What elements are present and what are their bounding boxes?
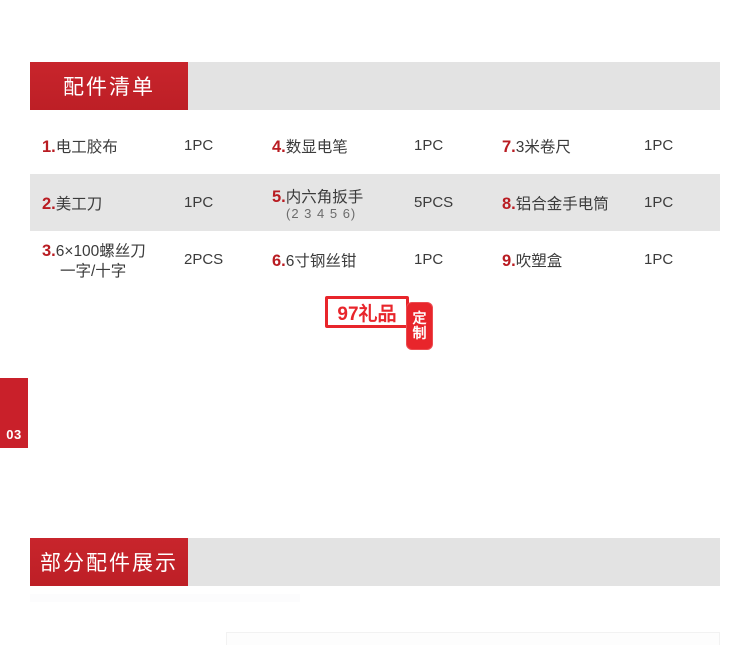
part-label: 数显电笔 [285, 138, 348, 156]
table-row: 3.6×100螺丝刀 一字/十字 2PCS 6.6寸钢丝钳 1PC 9.吹塑盒 … [30, 231, 720, 288]
part-name-cell: 3.6×100螺丝刀 一字/十字 [30, 231, 180, 288]
part-label: 内六角扳手 [285, 188, 364, 206]
part-name-cell: 6.6寸钢丝钳 [260, 231, 410, 288]
part-qty-cell: 1PC [644, 137, 674, 154]
part-index: 4. [272, 137, 286, 156]
part-label: 3米卷尺 [515, 138, 571, 156]
section-title-box: 配件清单 [30, 62, 188, 110]
brand-stamp: 97礼品 定 制 [325, 296, 445, 358]
table-row: 1.电工胶布 1PC 4.数显电笔 1PC 7.3米卷尺 1PC [30, 117, 720, 174]
section-title-text: 配件清单 [63, 76, 155, 99]
table-row: 2.美工刀 1PC 5.内六角扳手 (2 3 4 5 6) 5PCS 8.铝合金… [30, 174, 720, 231]
part-qty-cell: 5PCS [414, 194, 454, 211]
page-number-label: 03 [6, 427, 22, 442]
part-qty-cell: 1PC [644, 194, 674, 211]
part-label: 电工胶布 [55, 138, 118, 156]
brand-stamp-text: 97礼品 [337, 303, 397, 325]
part-index: 2. [42, 194, 56, 213]
decorative-ghost-line [30, 594, 300, 602]
section-header-filler [188, 62, 720, 110]
part-label: 吹塑盒 [515, 252, 563, 270]
section-title-text: 部分配件展示 [40, 552, 178, 575]
custom-seal-char-bottom: 制 [412, 325, 427, 341]
part-qty-cell: 1PC [184, 137, 214, 154]
section-header-filler [188, 538, 720, 586]
part-name-cell: 1.电工胶布 [30, 117, 180, 174]
part-name-cell: 7.3米卷尺 [490, 117, 640, 174]
part-index: 5. [272, 187, 286, 206]
part-label: 6寸钢丝钳 [285, 252, 357, 270]
part-index: 1. [42, 137, 56, 156]
bottom-image-panel [226, 632, 720, 645]
page-number-tab: 03 [0, 378, 28, 448]
part-index: 8. [502, 194, 516, 213]
part-sublabel: 一字/十字 [60, 262, 127, 280]
part-qty-cell: 1PC [184, 194, 214, 211]
custom-seal-char-top: 定 [412, 310, 427, 327]
part-index: 7. [502, 137, 516, 156]
section-header-parts-display: 部分配件展示 [30, 538, 720, 586]
section-title-box: 部分配件展示 [30, 538, 188, 586]
section-header-parts-list: 配件清单 [30, 62, 720, 110]
part-index: 6. [272, 251, 286, 270]
part-qty-cell: 1PC [414, 137, 444, 154]
part-index: 9. [502, 251, 516, 270]
brand-stamp-box: 97礼品 [325, 296, 409, 328]
part-index: 3. [42, 241, 56, 260]
custom-seal-icon: 定 制 [406, 302, 433, 350]
part-name-cell: 4.数显电笔 [260, 117, 410, 174]
part-qty-cell: 1PC [644, 251, 674, 268]
part-qty-cell: 2PCS [184, 251, 224, 268]
part-label: 6×100螺丝刀 [55, 242, 146, 260]
part-label: 美工刀 [55, 195, 103, 213]
part-label: 铝合金手电筒 [515, 195, 609, 213]
part-name-cell: 8.铝合金手电筒 [490, 174, 640, 231]
part-qty-cell: 1PC [414, 251, 444, 268]
part-sublabel: (2 3 4 5 6) [286, 205, 357, 221]
part-name-cell: 9.吹塑盒 [490, 231, 640, 288]
part-name-cell: 2.美工刀 [30, 174, 180, 231]
part-name-cell: 5.内六角扳手 (2 3 4 5 6) [260, 174, 410, 231]
parts-list-table: 1.电工胶布 1PC 4.数显电笔 1PC 7.3米卷尺 1PC 2.美工刀 1… [30, 117, 720, 288]
